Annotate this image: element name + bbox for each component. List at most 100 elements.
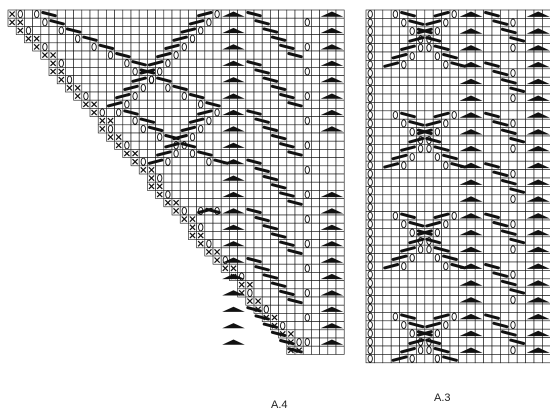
grid-cell — [302, 345, 312, 355]
grid-cell — [40, 42, 50, 52]
grid-cell — [302, 58, 312, 68]
grid-cell — [311, 99, 320, 109]
grid-cell — [365, 9, 375, 19]
grid-cell — [382, 144, 392, 154]
grid-cell — [449, 144, 459, 154]
grid-cell — [278, 198, 288, 208]
grid-cell — [483, 194, 493, 204]
grid-cell — [212, 116, 222, 126]
grid-cell — [122, 132, 132, 142]
double-decrease-icon — [320, 306, 344, 312]
grid-cell — [327, 99, 337, 109]
decrease-bar-icon — [500, 128, 517, 135]
grid-cell — [382, 328, 392, 338]
grid-cell — [81, 26, 91, 35]
grid-cell — [130, 116, 140, 126]
grid-cell — [399, 93, 409, 103]
grid-cell — [458, 102, 468, 112]
grid-cell — [311, 34, 320, 44]
grid-cell — [474, 236, 484, 246]
grid-cell — [474, 270, 484, 280]
grid-cell — [449, 228, 459, 238]
grid-cell — [416, 303, 426, 313]
grid-cell — [407, 286, 417, 296]
grid-cell — [163, 9, 173, 19]
decrease-bar-icon — [509, 187, 526, 194]
grid-cell — [483, 270, 493, 280]
grid-cell — [399, 194, 409, 204]
cross-stitch-icon — [246, 298, 253, 305]
grid-cell — [533, 68, 543, 78]
decrease-bar-icon — [484, 11, 500, 18]
grid-cell — [365, 26, 375, 36]
grid-cell — [390, 68, 400, 78]
yarn-over-icon — [42, 42, 48, 51]
grid-cell — [319, 214, 329, 224]
grid-cell — [500, 102, 510, 112]
yarn-over-icon — [409, 329, 415, 338]
decrease-bar-icon — [408, 137, 425, 144]
grid-cell — [399, 127, 409, 137]
grid-cell — [302, 288, 312, 298]
cross-stitch-icon — [82, 101, 89, 108]
grid-cell — [441, 68, 451, 78]
grid-cell — [270, 288, 279, 298]
double-decrease-icon — [320, 257, 344, 263]
cross-stitch-icon — [115, 142, 122, 149]
grid-cell — [253, 91, 263, 101]
grid-cell — [163, 157, 173, 167]
grid-cell — [491, 144, 501, 154]
grid-cell — [196, 190, 206, 199]
grid-cell — [491, 34, 501, 44]
grid-cell — [424, 110, 434, 120]
grid-cell — [516, 127, 526, 137]
grid-cell — [278, 17, 288, 27]
grid-cell — [491, 135, 501, 145]
grid-cell — [533, 253, 543, 263]
decrease-bar-icon — [270, 281, 287, 288]
grid-cell — [516, 60, 526, 70]
grid-cell — [500, 236, 510, 246]
double-decrease-icon — [222, 77, 245, 83]
grid-cell — [407, 278, 417, 288]
grid-cell — [390, 118, 400, 128]
grid-cell — [474, 135, 484, 145]
grid-cell — [508, 244, 518, 254]
grid-cell — [253, 26, 263, 35]
yarn-over-icon — [124, 59, 130, 68]
grid-cell — [245, 165, 255, 175]
double-decrease-icon — [526, 28, 550, 34]
grid-cell — [286, 181, 296, 191]
grid-cell — [179, 91, 189, 101]
grid-cell — [327, 181, 337, 191]
grid-cell — [516, 26, 526, 36]
yarn-over-icon — [17, 10, 23, 19]
grid-cell — [163, 26, 173, 35]
grid-cell — [229, 34, 238, 44]
decrease-bar-icon — [450, 61, 467, 68]
grid-cell — [449, 337, 459, 347]
grid-cell — [311, 206, 320, 216]
grid-cell — [106, 83, 115, 93]
grid-cell — [516, 102, 526, 112]
yarn-over-icon — [132, 67, 138, 76]
grid-cell — [229, 149, 238, 158]
grid-cell — [525, 354, 535, 364]
grid-cell — [407, 202, 417, 212]
grid-cell — [294, 42, 304, 52]
decrease-bar-icon — [500, 78, 517, 85]
grid-cell — [311, 296, 320, 306]
grid-cell — [163, 108, 173, 117]
decrease-bar-icon — [400, 11, 416, 18]
grid-cell — [196, 140, 206, 150]
grid-cell — [212, 26, 222, 35]
grid-cell — [365, 320, 375, 330]
grid-cell — [122, 9, 132, 19]
decrease-bar-icon — [500, 179, 517, 186]
grid-cell — [294, 288, 304, 298]
grid-cell — [525, 152, 535, 162]
decrease-bar-icon — [416, 229, 433, 236]
grid-cell — [466, 236, 476, 246]
grid-cell — [171, 116, 181, 126]
grid-cell — [294, 75, 304, 85]
